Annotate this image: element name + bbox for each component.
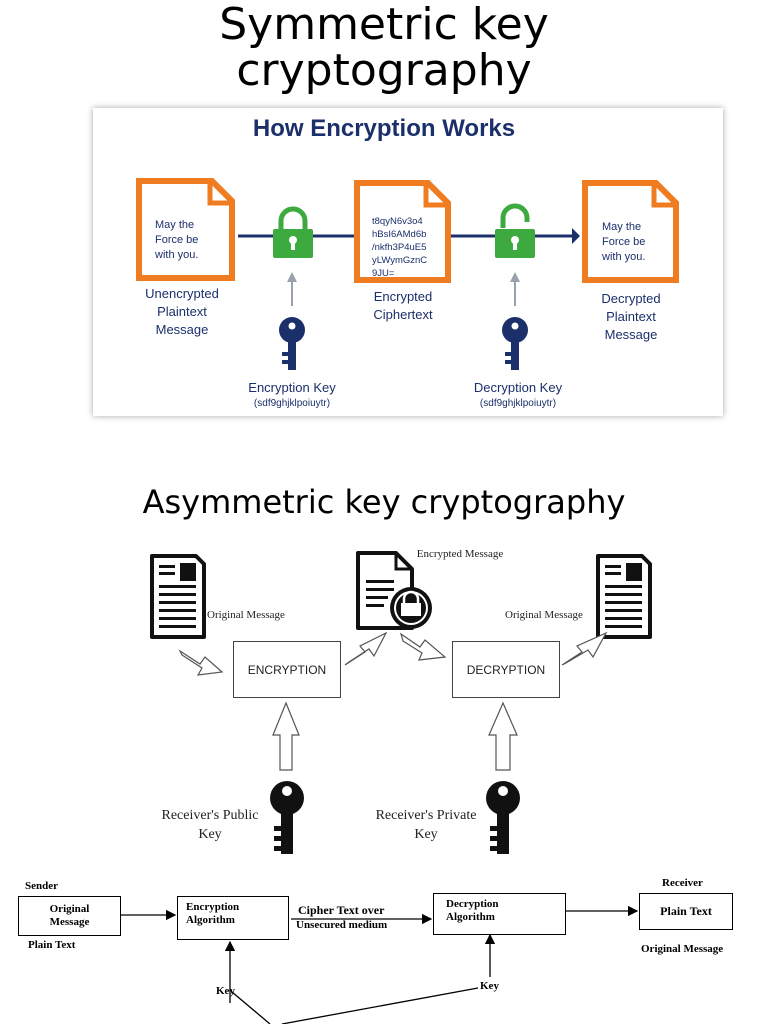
hollow-arrow-out-of-decryption — [561, 631, 608, 666]
ciphertext-document-text: t8qyN6v3o4 hBsI6AMd6b /nkfh3P4uE5 yLWymG… — [372, 216, 428, 279]
decryption-key-up-arrow — [510, 272, 520, 306]
original-document-icon-left — [150, 554, 206, 639]
original-message-box: Original Message — [18, 896, 121, 936]
original-message-label-right: Original Message — [505, 609, 583, 621]
plain-text-label-left: Plain Text — [28, 939, 76, 951]
symmetric-title: Symmetric key cryptography — [0, 2, 768, 94]
hollow-arrow-out-of-encryption — [344, 631, 388, 666]
decryption-key-value: (sdf9ghjklpoiuytr) — [479, 398, 557, 409]
encryption-key-value: (sdf9ghjklpoiuytr) — [253, 398, 331, 409]
key-label-right: Key — [480, 980, 499, 992]
hollow-up-arrow-public-key — [272, 701, 300, 771]
plain-text-box: Plain Text — [639, 893, 733, 930]
encrypted-document-lock-icon — [356, 551, 432, 630]
key-label-left: Key — [216, 985, 235, 997]
hollow-arrow-into-decryption — [399, 632, 447, 661]
original-message-label-left: Original Message — [207, 609, 285, 621]
encryption-key-up-arrow — [287, 272, 297, 306]
plaintext-document-icon — [136, 178, 235, 281]
private-key-icon — [486, 781, 520, 854]
original-document-icon-right — [596, 554, 652, 639]
decryption-key-icon — [502, 317, 528, 370]
public-key-icon — [270, 781, 304, 854]
flow-arrowhead — [572, 228, 580, 244]
unlocked-padlock-icon — [495, 203, 535, 258]
decryption-algorithm-box: Decryption Algorithm — [433, 893, 566, 935]
hollow-arrow-into-encryption — [178, 649, 224, 676]
encryption-box: ENCRYPTION — [233, 641, 341, 698]
encrypted-ciphertext-label: Encrypted Ciphertext — [373, 289, 433, 322]
decryption-key-label: Decryption Key — [473, 380, 563, 395]
decrypted-document-text: May the Force be with you. — [602, 221, 646, 263]
receiver-label: Receiver — [662, 877, 703, 889]
ciphertext-document-icon — [354, 180, 451, 283]
cipher-text-label-line2: Unsecured medium — [296, 919, 388, 931]
hollow-up-arrow-private-key — [488, 701, 518, 771]
decrypted-plaintext-label: Decrypted Plaintext Message — [601, 291, 661, 342]
receivers-public-key-label: Receiver's Public Key — [161, 808, 259, 842]
encryption-algorithm-box: Encryption Algorithm — [177, 896, 289, 940]
plaintext-document-text: May the Force be with you. — [155, 219, 199, 261]
original-message-label-bottom: Original Message — [641, 943, 724, 955]
receivers-private-key-label: Receiver's Private Key — [375, 808, 477, 842]
locked-padlock-icon — [273, 206, 313, 258]
cipher-text-label-line1: Cipher Text over — [298, 903, 385, 917]
asymmetric-title: Asymmetric key cryptography — [142, 483, 626, 521]
encryption-key-icon — [279, 317, 305, 370]
encryption-key-label: Encryption Key — [248, 380, 336, 395]
decryption-box: DECRYPTION — [452, 641, 560, 698]
sender-label: Sender — [25, 880, 58, 892]
panel-title: How Encryption Works — [252, 115, 516, 142]
symmetric-title-text: Symmetric key cryptography — [219, 0, 549, 96]
encrypted-message-label: Encrypted Message — [416, 548, 504, 560]
decrypted-document-icon — [582, 180, 679, 283]
key-line-right — [281, 987, 479, 1024]
unencrypted-plaintext-label: Unencrypted Plaintext Message — [145, 286, 219, 337]
key-line-left — [231, 991, 271, 1024]
